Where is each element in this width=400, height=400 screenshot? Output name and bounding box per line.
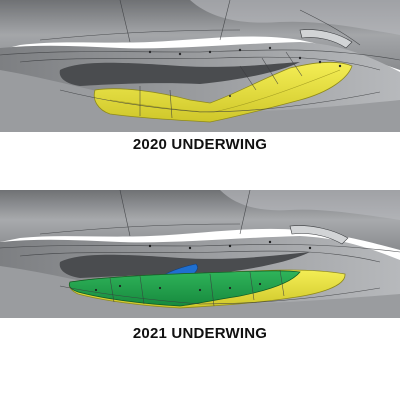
wing-cavity [59,252,310,278]
underwing-2021-illustration [0,190,400,318]
engine-cover [220,190,400,220]
car-cad-render-2021 [0,190,400,318]
underwing-2020-illustration [0,0,400,132]
engine-cover [190,0,400,35]
caption-2020-underwing: 2020 UNDERWING [132,136,268,153]
underwing-green-element [68,270,301,307]
caption-2021-underwing: 2021 UNDERWING [132,325,268,342]
wing-cavity [59,62,300,86]
car-cad-render-2020 [0,0,400,132]
mounting-bracket [289,225,349,245]
mounting-bracket [299,29,353,49]
